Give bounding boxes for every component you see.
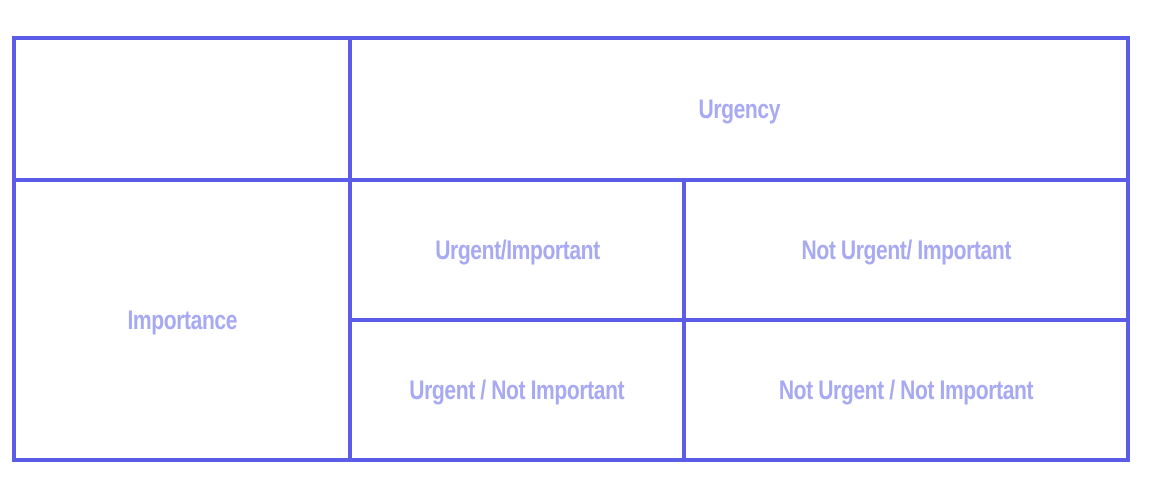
quadrant-label: Urgent/Important [434,234,600,265]
quadrant-label: Not Urgent / Not Important [778,374,1034,405]
divider-vertical-label [348,40,352,458]
divider-horizontal-header [16,178,1126,182]
quadrant-label: Not Urgent/ Important [801,234,1011,265]
importance-header-cell: Importance [16,182,348,458]
quadrant-not-urgent-not-important: Not Urgent / Not Important [686,322,1126,458]
importance-header-label: Importance [127,304,237,335]
priority-matrix: Urgency Importance Urgent/Important Not … [12,36,1130,462]
quadrant-label: Urgent / Not Important [409,374,625,405]
quadrant-urgent-important: Urgent/Important [352,182,682,318]
urgency-header-cell: Urgency [352,40,1126,178]
divider-horizontal-quadrants [350,318,1126,322]
quadrant-not-urgent-important: Not Urgent/ Important [686,182,1126,318]
quadrant-urgent-not-important: Urgent / Not Important [352,322,682,458]
urgency-header-label: Urgency [698,93,780,124]
